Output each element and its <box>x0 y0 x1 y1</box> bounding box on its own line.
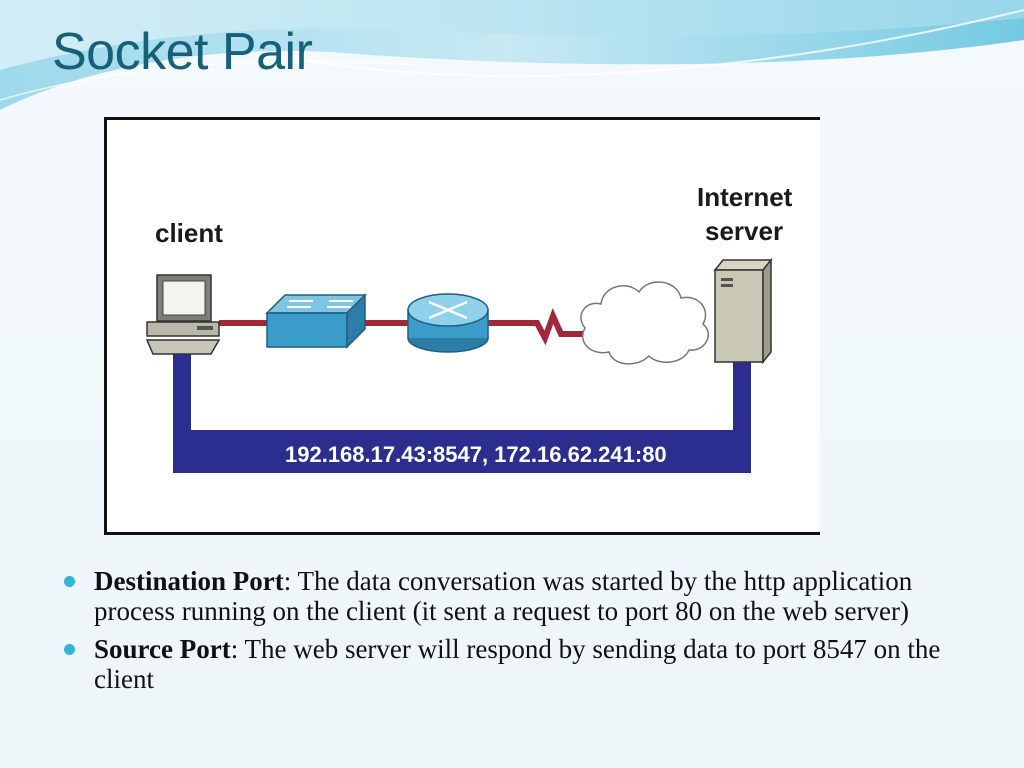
socket-pair-path <box>173 353 751 473</box>
bullet-text: : The data conversation was started by t… <box>94 566 913 626</box>
bullet-text: : The web server will respond by sending… <box>94 634 941 694</box>
bullet-item-destination-port: Destination Port: The data conversation … <box>62 566 942 626</box>
bullet-list: Destination Port: The data conversation … <box>62 566 942 702</box>
internet-cloud-icon <box>580 281 709 365</box>
header-swoosh-decoration <box>0 0 1024 110</box>
server-label-line1: Internet <box>697 182 793 212</box>
client-computer-icon <box>145 274 221 355</box>
bullet-dot-icon <box>64 644 75 655</box>
slide-title: Socket Pair <box>52 23 313 81</box>
socket-pair-label: 192.168.17.43:8547, 172.16.62.241:80 <box>285 442 667 467</box>
bullet-term: Source Port <box>94 634 231 664</box>
client-label: client <box>155 218 223 248</box>
diagram-canvas: 192.168.17.43:8547, 172.16.62.241:80 <box>145 182 793 473</box>
router-icon <box>407 293 489 353</box>
server-icon <box>713 257 773 365</box>
link-lines <box>219 307 585 346</box>
server-label-line2: server <box>705 216 783 246</box>
bullet-item-source-port: Source Port: The web server will respond… <box>62 634 942 694</box>
bullet-term: Destination Port <box>94 566 284 596</box>
switch-icon <box>265 293 367 349</box>
bullet-dot-icon <box>64 576 75 587</box>
network-diagram: 192.168.17.43:8547, 172.16.62.241:80 <box>104 117 820 535</box>
